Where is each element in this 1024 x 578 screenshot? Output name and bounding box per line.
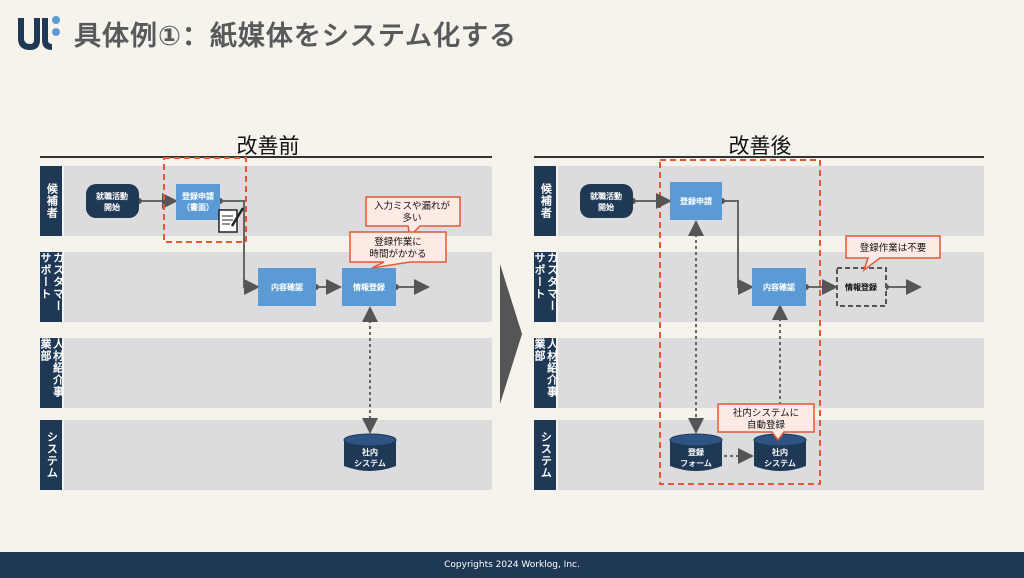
svg-text:登録: 登録 (687, 447, 705, 457)
before-start-node: 就職活動 開始 (86, 184, 139, 218)
svg-text:（書面）: （書面） (182, 202, 214, 212)
svg-text:社内システムに: 社内システムに (733, 407, 799, 419)
before-lane-system (64, 420, 492, 490)
paper-document-icon (218, 207, 245, 233)
before-lane-recruit (64, 338, 492, 408)
svg-text:時間がかかる: 時間がかかる (369, 248, 426, 260)
svg-text:内容確認: 内容確認 (763, 282, 795, 292)
transition-chevron-icon (500, 264, 522, 404)
svg-text:社内: 社内 (361, 447, 378, 457)
before-register-node: 情報登録 (342, 268, 396, 306)
svg-text:入力ミスや漏れが: 入力ミスや漏れが (374, 200, 451, 212)
after-callout-unneeded: 登録作業は不要 (845, 235, 941, 273)
before-database-icon: 社内 システム (343, 433, 397, 471)
svg-text:開始: 開始 (598, 202, 614, 212)
after-title: 改善後 (728, 134, 792, 158)
svg-text:就職活動: 就職活動 (96, 191, 128, 201)
after-lane-label-candidate: 候補者 (534, 166, 556, 236)
before-flow-apply-check (220, 200, 260, 295)
before-check-node: 内容確認 (258, 268, 316, 306)
after-flow-apply-check (722, 200, 754, 295)
svg-text:開始: 開始 (104, 202, 120, 212)
before-callout-mistakes: 入力ミスや漏れが 多い (365, 196, 461, 238)
before-title: 改善前 (236, 134, 300, 158)
after-database-icon: 社内 システム (753, 433, 807, 471)
after-apply-node: 登録申請 (670, 182, 722, 220)
after-rule (534, 156, 984, 158)
before-lane-label-support: カスタマーサポート (39, 252, 65, 322)
svg-text:情報登録: 情報登録 (352, 282, 386, 292)
svg-text:多い: 多い (402, 212, 421, 224)
svg-text:登録作業に: 登録作業に (374, 236, 422, 248)
before-lane-label-candidate: 候補者 (40, 166, 62, 236)
before-lane-label-recruit: 人材紹介事業部 (39, 338, 65, 408)
before-apply-node: 登録申請 （書面） (176, 184, 220, 220)
after-lane-label-system: システム (534, 420, 556, 490)
before-callout-time: 登録作業に 時間がかかる (349, 231, 447, 269)
after-callout-auto: 社内システムに 自動登録 (717, 403, 815, 442)
svg-text:就職活動: 就職活動 (590, 191, 622, 201)
before-lane-label-system: システム (40, 420, 62, 490)
svg-text:自動登録: 自動登録 (747, 419, 786, 431)
after-form-database-icon: 登録 フォーム (669, 433, 723, 471)
worklog-logo (18, 16, 60, 50)
after-lane-recruit (558, 338, 984, 408)
svg-text:システム: システム (354, 459, 386, 468)
svg-text:登録申請: 登録申請 (679, 196, 712, 206)
svg-text:社内: 社内 (771, 447, 788, 457)
before-highlight-box (163, 157, 247, 243)
svg-text:登録申請: 登録申請 (181, 191, 214, 201)
after-start-node: 就職活動 開始 (580, 184, 633, 218)
svg-text:システム: システム (764, 459, 796, 468)
after-lane-label-recruit: 人材紹介事業部 (533, 338, 559, 408)
svg-text:フォーム: フォーム (680, 459, 712, 468)
svg-text:登録作業は不要: 登録作業は不要 (860, 242, 927, 254)
svg-text:情報登録: 情報登録 (844, 282, 878, 292)
page-title: 具体例①：紙媒体をシステム化する (74, 21, 518, 52)
after-check-node: 内容確認 (752, 268, 806, 306)
after-lane-label-support: カスタマーサポート (533, 252, 559, 322)
before-rule (40, 156, 492, 158)
after-highlight-box (659, 159, 821, 485)
after-register-node: 情報登録 (836, 267, 887, 307)
svg-text:内容確認: 内容確認 (271, 282, 303, 292)
footer-copyright: Copyrights 2024 Worklog, Inc. (0, 552, 1024, 578)
